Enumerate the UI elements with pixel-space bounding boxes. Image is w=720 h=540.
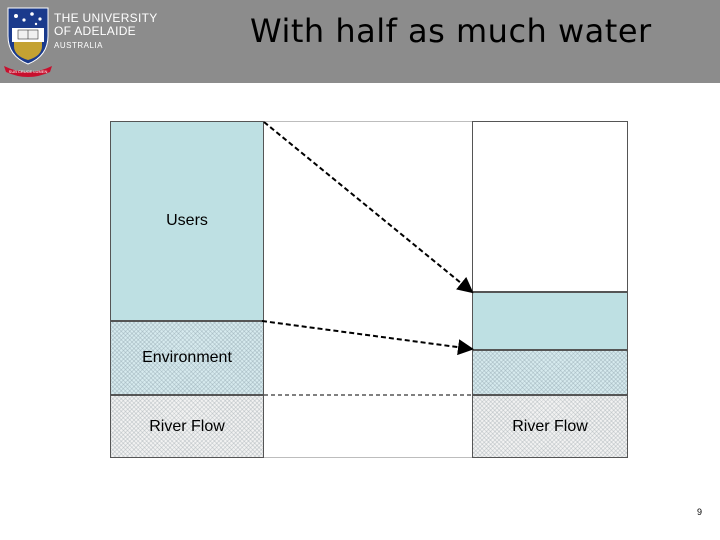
users-label: Users [166,212,208,229]
river-flow-block-right: River Flow [472,395,628,458]
river-flow-block-left: River Flow [110,395,264,458]
logo-line-3: AUSTRALIA [54,41,103,50]
environment-block: Environment [110,321,264,395]
right-column: River Flow [472,121,628,458]
svg-text:SUB CRUCE LUMEN: SUB CRUCE LUMEN [9,69,48,74]
university-name: THE UNIVERSITY OF ADELAIDE AUSTRALIA [54,12,158,52]
environment-label: Environment [142,349,232,366]
users-block: Users [110,121,264,321]
logo-line-2: OF ADELAIDE [54,24,136,38]
logo-line-1: THE UNIVERSITY [54,11,158,25]
university-crest-logo: SUB CRUCE LUMEN [4,7,52,77]
header-bar: SUB CRUCE LUMEN THE UNIVERSITY OF ADELAI… [0,0,720,83]
river-flow-label-right: River Flow [512,417,588,435]
slide-title: With half as much water [250,12,652,50]
environment-block-reduced [472,350,628,395]
river-flow-label-left: River Flow [149,417,225,435]
users-block-reduced [472,292,628,350]
page-number: 9 [697,507,703,517]
empty-block [472,121,628,292]
left-column: Users Environment River Flow [110,121,264,458]
